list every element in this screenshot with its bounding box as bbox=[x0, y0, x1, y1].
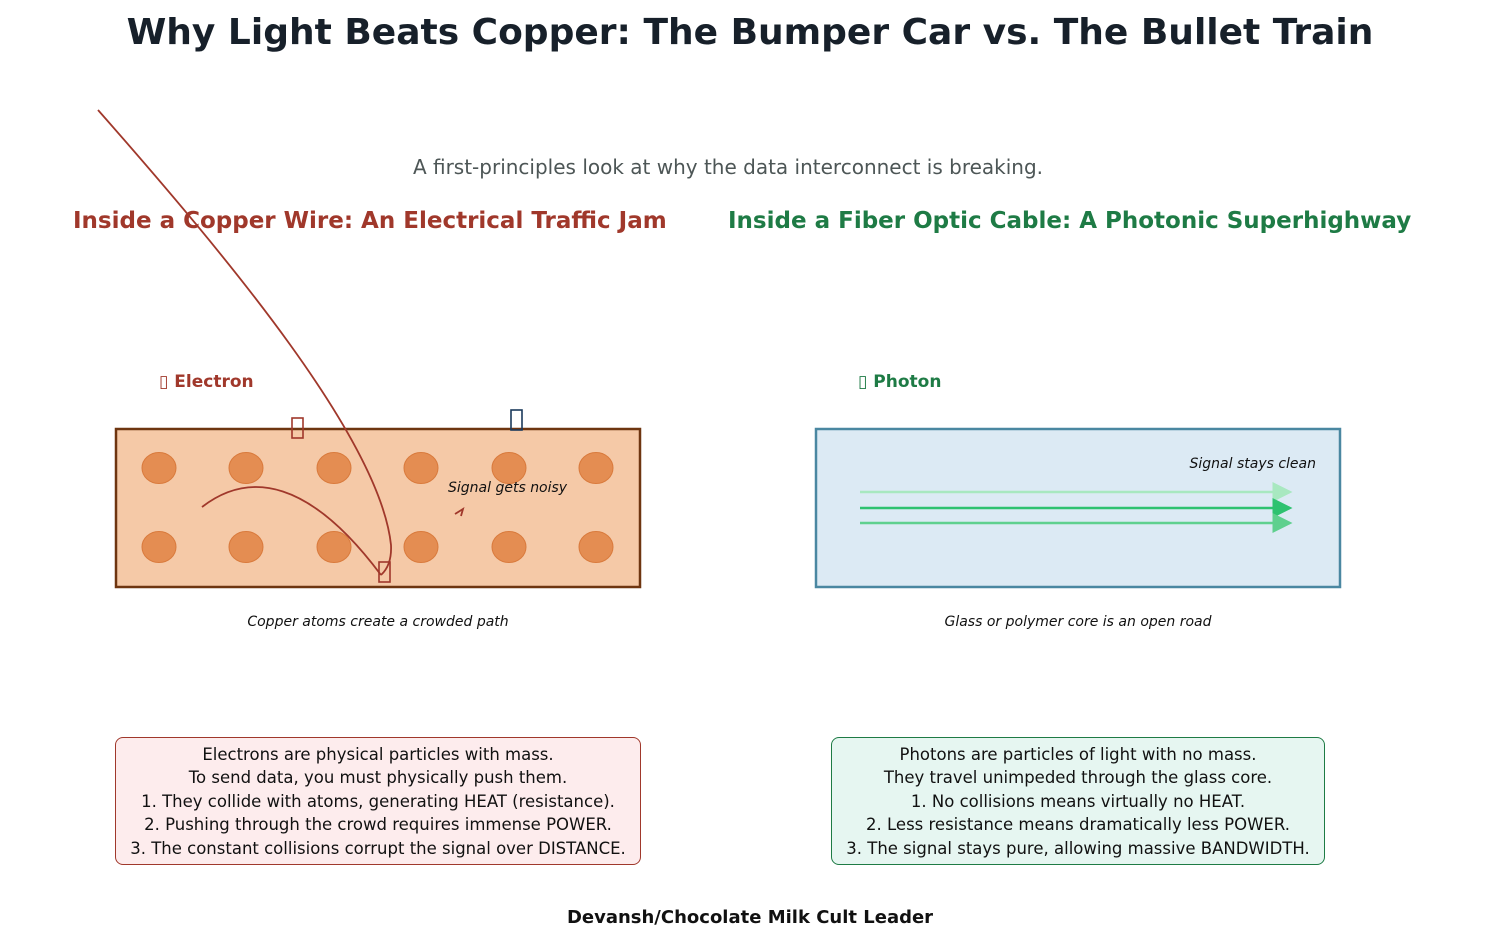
electron-glyph bbox=[291, 417, 304, 439]
copper-atom bbox=[491, 452, 527, 484]
noise-arrow bbox=[454, 506, 465, 517]
fiber-line: 2. Less resistance means dramatically le… bbox=[866, 815, 1290, 835]
copper-line: 2. Pushing through the crowd requires im… bbox=[144, 815, 612, 835]
fiber-line: 1. No collisions means virtually no HEAT… bbox=[910, 791, 1246, 811]
copper-heading: Inside a Copper Wire: An Electrical Traf… bbox=[73, 208, 667, 234]
copper-atom bbox=[316, 452, 352, 484]
copper-line: To send data, you must physically push t… bbox=[188, 768, 568, 788]
copper-wire-body bbox=[114, 427, 642, 589]
copper-explanation-box: Electrons are physical particles with ma… bbox=[115, 737, 641, 865]
electron-label: ▯ Electron bbox=[159, 372, 254, 392]
copper-atoms bbox=[141, 452, 614, 563]
copper-atom bbox=[316, 531, 352, 563]
copper-caption: Copper atoms create a crowded path bbox=[247, 614, 509, 630]
page-subtitle: A first-principles look at why the data … bbox=[412, 155, 1044, 179]
copper-line: 3. The constant collisions corrupt the s… bbox=[130, 838, 626, 858]
copper-atom bbox=[228, 531, 264, 563]
copper-atom bbox=[403, 452, 439, 484]
copper-atom bbox=[141, 452, 177, 484]
copper-atom bbox=[228, 452, 264, 484]
electron-path-bounce bbox=[201, 486, 382, 576]
page-title: Why Light Beats Copper: The Bumper Car v… bbox=[126, 12, 1374, 53]
electron-glyph bbox=[378, 561, 391, 583]
copper-atom bbox=[141, 531, 177, 563]
copper-wire bbox=[114, 427, 642, 589]
author-credit: Devansh/Chocolate Milk Cult Leader bbox=[566, 907, 934, 928]
fiber-core bbox=[814, 427, 1342, 589]
fiber-heading: Inside a Fiber Optic Cable: A Photonic S… bbox=[728, 208, 1412, 234]
copper-atom bbox=[578, 531, 614, 563]
clean-label: Signal stays clean bbox=[1190, 456, 1317, 472]
fiber-line: They travel unimpeded through the glass … bbox=[883, 768, 1273, 788]
fiber-caption: Glass or polymer core is an open road bbox=[944, 614, 1212, 630]
copper-atom bbox=[578, 452, 614, 484]
electron-path-long bbox=[97, 109, 392, 576]
copper-atom bbox=[491, 531, 527, 563]
photon-label: ▯ Photon bbox=[858, 372, 942, 392]
electron-glyph bbox=[510, 409, 523, 431]
fiber-line: Photons are particles of light with no m… bbox=[899, 745, 1257, 764]
fiber-explanation-box: Photons are particles of light with no m… bbox=[831, 737, 1325, 865]
copper-line: Electrons are physical particles with ma… bbox=[202, 745, 554, 764]
fiber-line: 3. The signal stays pure, allowing massi… bbox=[846, 838, 1310, 858]
copper-line: 1. They collide with atoms, generating H… bbox=[141, 791, 615, 811]
noise-label: Signal gets noisy bbox=[448, 480, 568, 496]
copper-atom bbox=[403, 531, 439, 563]
